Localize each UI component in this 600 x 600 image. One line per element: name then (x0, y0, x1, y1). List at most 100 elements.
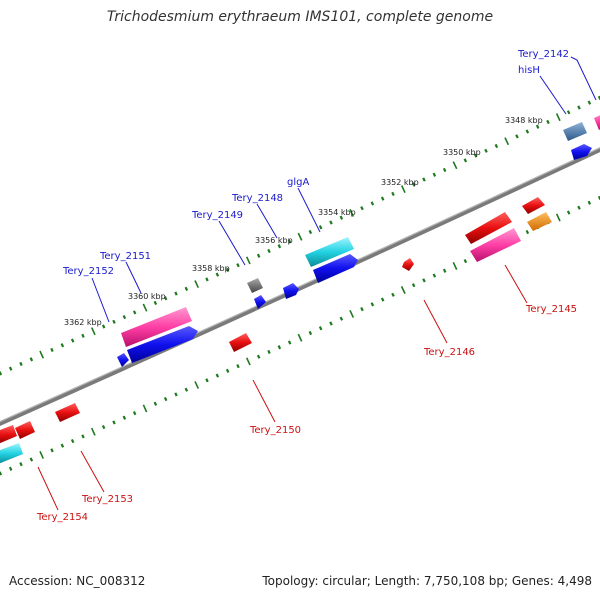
minor-tick (81, 333, 85, 338)
gene-tery-2153[interactable] (55, 403, 80, 422)
gene-tery-2145[interactable] (465, 212, 512, 244)
minor-tick (163, 396, 168, 402)
minor-tick (329, 220, 333, 225)
major-tick (142, 303, 148, 312)
minor-tick (287, 340, 292, 345)
minor-tick (267, 349, 271, 355)
gene-label: Tery_2153 (81, 494, 133, 505)
minor-tick (225, 267, 230, 273)
minor-tick (174, 392, 178, 397)
minor-tick (391, 191, 395, 196)
gene-tery-2145-d[interactable] (527, 212, 552, 231)
minor-tick (19, 361, 23, 367)
gene-his-h-arrow[interactable] (571, 144, 592, 160)
gene-tery-2154-b[interactable] (0, 425, 17, 444)
gene-tery-2154-c[interactable] (0, 443, 23, 464)
outer-tick-track (0, 95, 600, 376)
minor-tick (515, 134, 519, 139)
minor-tick (277, 244, 282, 249)
gene-tery-2142[interactable] (563, 122, 587, 141)
minor-tick (411, 283, 416, 288)
minor-tick (380, 297, 385, 302)
minor-tick (391, 292, 395, 297)
genome-backbone (0, 147, 600, 427)
major-tick (504, 137, 510, 146)
minor-tick (122, 315, 127, 320)
major-tick (349, 208, 355, 217)
minor-tick (81, 434, 85, 439)
minor-tick (132, 310, 137, 315)
minor-tick (153, 300, 158, 306)
gene-tery-2146[interactable] (402, 258, 414, 271)
minor-tick (122, 415, 127, 420)
minor-tick (587, 100, 592, 105)
minor-tick (112, 420, 116, 425)
minor-tick (256, 253, 261, 258)
tick-label: 3360 kbp (128, 292, 166, 301)
gene-label: glgA (287, 177, 309, 188)
minor-tick (215, 272, 220, 277)
minor-tick (380, 196, 385, 201)
major-tick (297, 333, 303, 342)
gene-glg-a[interactable] (305, 237, 354, 267)
minor-tick (411, 182, 416, 187)
minor-tick (566, 210, 571, 215)
minor-tick (174, 291, 178, 296)
minor-tick (50, 347, 54, 353)
minor-tick (432, 273, 437, 278)
minor-tick (370, 302, 375, 307)
minor-tick (70, 338, 75, 343)
major-tick (39, 450, 45, 459)
major-tick (194, 381, 200, 389)
minor-tick (101, 425, 106, 430)
major-tick (555, 113, 561, 122)
minor-tick (19, 462, 23, 467)
gene-label: Tery_2150 (249, 425, 301, 436)
tick-labels: 3348 kbp 3350 kbp 3352 kbp 3354 kbp 3356… (64, 116, 543, 327)
major-tick (400, 185, 406, 194)
minor-tick (153, 401, 158, 406)
minor-tick (318, 225, 323, 230)
minor-tick (101, 324, 106, 329)
gene-tery-2148[interactable] (283, 283, 299, 299)
gene-glg-a-arrow[interactable] (313, 254, 358, 283)
gene-tery-2149[interactable] (247, 278, 263, 293)
gene-tery-2149-arrow[interactable] (254, 295, 266, 309)
minor-tick (8, 366, 13, 371)
accession-text: Accession: NC_008312 (9, 574, 146, 588)
gene-tery-2150[interactable] (229, 333, 252, 352)
major-tick (194, 280, 200, 289)
minor-tick (60, 443, 65, 448)
minor-tick (463, 158, 468, 163)
gene-his-h[interactable] (594, 113, 600, 130)
minor-tick (494, 143, 499, 149)
gene-tery-2154[interactable] (15, 421, 35, 439)
minor-tick (484, 148, 488, 153)
minor-tick (267, 248, 271, 254)
minor-tick (442, 167, 447, 173)
minor-tick (50, 448, 54, 453)
minor-tick (370, 201, 375, 206)
gene-tery-2151-arrow[interactable] (127, 326, 198, 363)
minor-tick (215, 373, 220, 378)
minor-tick (29, 357, 34, 362)
minor-tick (525, 129, 530, 134)
gene-tery-2152[interactable] (117, 353, 129, 367)
gene-label: Tery_2151 (99, 251, 151, 262)
major-tick (245, 256, 251, 265)
minor-tick (339, 215, 344, 220)
gene-label: Tery_2148 (231, 193, 283, 204)
tick-label: 3350 kbp (443, 148, 481, 157)
reverse-genes (0, 197, 552, 464)
genome-title: Trichodesmium erythraeum IMS101, complet… (106, 9, 494, 25)
gene-tery-2145-b[interactable] (470, 228, 521, 262)
minor-tick (112, 319, 116, 324)
major-tick (452, 161, 458, 170)
major-tick (349, 309, 355, 318)
minor-tick (8, 466, 13, 471)
gene-tery-2151[interactable] (121, 307, 192, 347)
minor-tick (236, 263, 240, 268)
gene-tery-2145-c[interactable] (522, 197, 545, 214)
